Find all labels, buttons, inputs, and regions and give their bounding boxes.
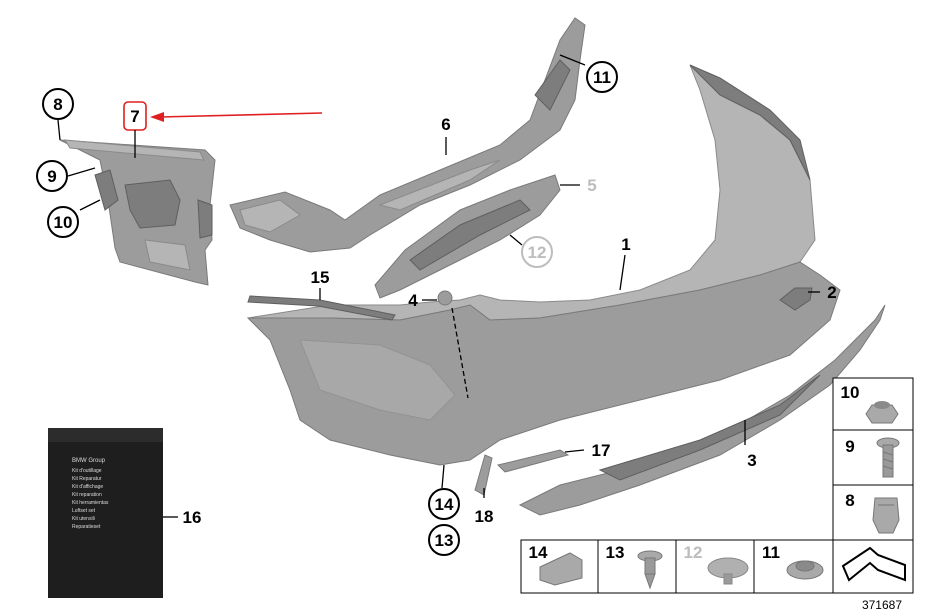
bag-line: Kit herramientas xyxy=(72,500,109,506)
svg-text:8: 8 xyxy=(845,491,854,510)
expanding-rivet-icon xyxy=(637,550,663,590)
clip-nut-icon xyxy=(872,497,900,534)
svg-text:4: 4 xyxy=(408,291,418,310)
bag-line: Kit reparation xyxy=(72,492,102,498)
diffuser-part-3[interactable] xyxy=(518,304,886,516)
bag-line: Kit utensili xyxy=(72,516,95,522)
callout-7[interactable]: 7 xyxy=(130,107,139,126)
bag-line: Kit Reparatur xyxy=(72,476,102,482)
svg-text:18: 18 xyxy=(475,507,494,526)
svg-text:12: 12 xyxy=(684,543,703,562)
bracket-part-7[interactable] xyxy=(59,139,216,286)
callout-10[interactable]: 10 xyxy=(47,206,79,238)
diagram-id: 371687 xyxy=(862,598,902,612)
svg-text:10: 10 xyxy=(841,383,860,402)
bag-line: Luftset set xyxy=(72,508,96,514)
fastener-table-bottom xyxy=(520,539,834,594)
svg-text:10: 10 xyxy=(54,213,73,232)
svg-text:6: 6 xyxy=(441,115,450,134)
bag-line: Reparatieset xyxy=(72,524,101,530)
table-cell-8[interactable]: 8 xyxy=(845,491,900,534)
callout-11[interactable]: 11 xyxy=(586,61,618,93)
callout-1[interactable]: 1 xyxy=(621,235,630,254)
svg-text:3: 3 xyxy=(747,451,756,470)
callout-8[interactable]: 8 xyxy=(42,88,74,120)
svg-text:1: 1 xyxy=(621,235,630,254)
svg-text:17: 17 xyxy=(592,441,611,460)
table-cell-13[interactable]: 13 xyxy=(606,543,663,590)
bag-brand: BMW Group xyxy=(72,458,106,464)
table-cell-14[interactable]: 14 xyxy=(529,543,583,586)
speed-nut-icon xyxy=(539,552,583,586)
callout-4[interactable]: 4 xyxy=(408,291,418,310)
callout-17[interactable]: 17 xyxy=(592,441,611,460)
svg-text:14: 14 xyxy=(435,495,454,514)
table-cell-9[interactable]: 9 xyxy=(845,437,900,478)
table-cell-arrow xyxy=(841,546,906,582)
callout-9[interactable]: 9 xyxy=(36,160,68,192)
trim-part-18[interactable] xyxy=(474,454,493,496)
svg-text:9: 9 xyxy=(47,167,56,186)
screw-icon xyxy=(876,437,900,478)
callout-13[interactable]: 13 xyxy=(428,524,460,556)
highlight-arrow xyxy=(123,101,323,131)
callout-3[interactable]: 3 xyxy=(747,451,756,470)
clip-part-4[interactable] xyxy=(437,290,453,306)
callout-12[interactable]: 12 xyxy=(521,236,553,268)
svg-text:11: 11 xyxy=(762,543,780,562)
svg-text:14: 14 xyxy=(529,543,548,562)
svg-text:13: 13 xyxy=(435,531,454,550)
carrier-part-6[interactable] xyxy=(229,17,586,253)
plug-icon xyxy=(707,557,749,585)
leader-lines xyxy=(57,54,820,518)
svg-text:8: 8 xyxy=(53,95,62,114)
reflector-part-2[interactable] xyxy=(779,287,813,311)
table-cell-10[interactable]: 10 xyxy=(841,383,899,424)
svg-text:2: 2 xyxy=(827,283,836,302)
svg-text:9: 9 xyxy=(845,437,854,456)
repair-kit-bag-part-16[interactable]: BMW Group Kit d'outillage Kit Reparatur … xyxy=(48,428,163,598)
absorber-part-5[interactable] xyxy=(374,174,561,299)
fastener-table-right xyxy=(832,377,914,594)
callout-18[interactable]: 18 xyxy=(475,507,494,526)
table-cell-12[interactable]: 12 xyxy=(684,543,749,585)
nut-icon xyxy=(865,401,899,424)
trim-part-17[interactable] xyxy=(497,449,570,473)
bumper-cover-part-1[interactable] xyxy=(246,64,841,466)
callout-15[interactable]: 15 xyxy=(311,268,330,287)
bag-line: Kit d'affichage xyxy=(72,484,103,490)
callout-6[interactable]: 6 xyxy=(441,115,450,134)
direction-arrow-icon xyxy=(841,546,906,582)
svg-text:13: 13 xyxy=(606,543,625,562)
svg-text:16: 16 xyxy=(183,508,202,527)
svg-text:7: 7 xyxy=(130,107,139,126)
svg-text:12: 12 xyxy=(528,243,547,262)
svg-text:11: 11 xyxy=(593,68,611,87)
callout-14[interactable]: 14 xyxy=(428,488,460,520)
flange-nut-icon xyxy=(786,560,824,580)
callout-2[interactable]: 2 xyxy=(827,283,836,302)
svg-text:5: 5 xyxy=(587,176,596,195)
bag-line: Kit d'outillage xyxy=(72,468,102,474)
svg-text:15: 15 xyxy=(311,268,330,287)
table-cell-11[interactable]: 11 xyxy=(762,543,824,580)
callout-5[interactable]: 5 xyxy=(587,176,596,195)
callout-16[interactable]: 16 xyxy=(183,508,202,527)
